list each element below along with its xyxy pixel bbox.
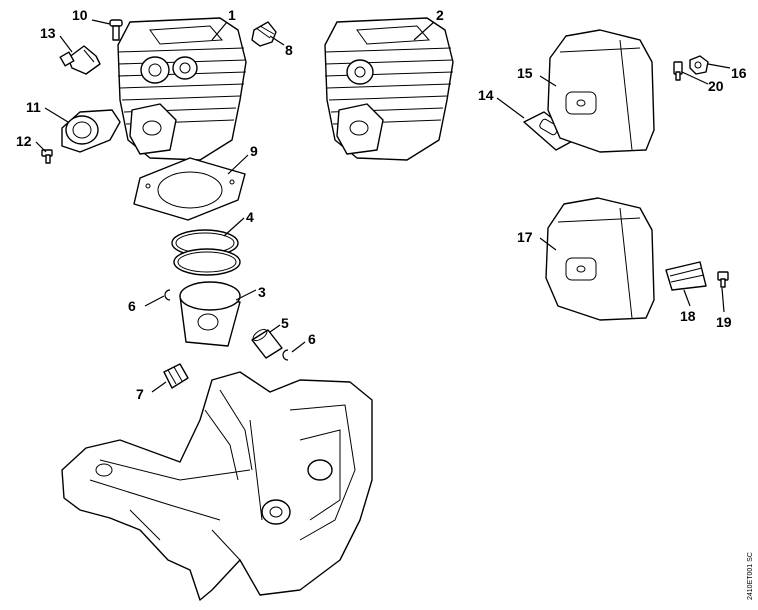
- screw-part-12: [41, 149, 53, 164]
- callout-17: 17: [517, 229, 533, 245]
- leader-lines: [35, 19, 731, 393]
- callout-6-left: 6: [128, 298, 136, 314]
- piston-part-3: [179, 281, 241, 347]
- circlip-part-6b: [282, 349, 289, 361]
- muffler-part-15: [547, 29, 655, 153]
- callout-12: 12: [16, 133, 32, 149]
- drawing-code: 2410ET001 SC: [747, 552, 754, 600]
- needle-cage-part-7: [163, 363, 189, 389]
- spark-plug-part-8: [251, 21, 277, 47]
- spark-screen-part-18: [665, 261, 707, 291]
- callout-9: 9: [250, 143, 258, 159]
- circlip-part-6a: [164, 289, 171, 301]
- callout-4: 4: [246, 209, 254, 225]
- piston-pin-part-5: [251, 328, 283, 359]
- screw-part-20: [673, 61, 683, 81]
- piston-rings-part-4: [171, 229, 241, 276]
- nut-part-16: [689, 55, 709, 75]
- callout-15: 15: [517, 65, 533, 81]
- cylinder-part-2: [324, 17, 454, 161]
- callout-16: 16: [731, 65, 747, 81]
- callout-20: 20: [708, 78, 724, 94]
- callout-8: 8: [285, 42, 293, 58]
- callout-2: 2: [436, 7, 444, 23]
- callout-11: 11: [26, 99, 41, 115]
- callout-10: 10: [72, 7, 88, 23]
- callout-13: 13: [40, 25, 56, 41]
- gasket-part-9: [133, 157, 246, 221]
- valve-part-13: [59, 45, 101, 75]
- crankcase-assembly: [61, 371, 373, 601]
- intake-flange-part-11: [61, 109, 121, 153]
- callout-18: 18: [680, 308, 696, 324]
- muffler-part-17: [545, 197, 655, 321]
- callout-3: 3: [258, 284, 266, 300]
- cylinder-part-1: [117, 17, 247, 161]
- callout-1: 1: [228, 7, 236, 23]
- callout-5: 5: [281, 315, 289, 331]
- screw-part-10: [109, 19, 123, 41]
- callout-14: 14: [478, 87, 494, 103]
- callout-7: 7: [136, 386, 144, 402]
- screw-part-19: [717, 271, 729, 288]
- callout-19: 19: [716, 314, 732, 330]
- callout-6-right: 6: [308, 331, 316, 347]
- callout-labels: 1 2 3 4 5 6 6 7 8 9 10 11 12 13 14 15 16…: [16, 7, 747, 402]
